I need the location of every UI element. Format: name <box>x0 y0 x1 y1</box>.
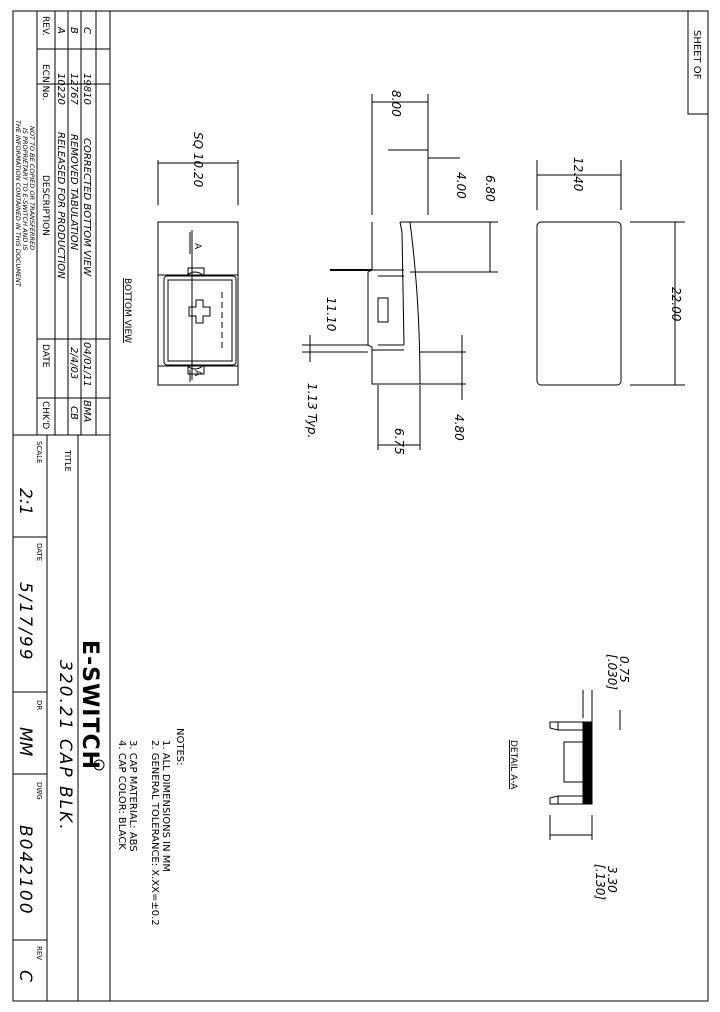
rev-label: REV <box>35 946 43 960</box>
chkd-c: BMA <box>81 400 92 422</box>
dim-8-00: 8.00 <box>389 90 403 117</box>
scale-label: SCALE <box>35 441 43 463</box>
dim-0-75: 0.75 <box>617 656 631 683</box>
dim-12-40: 12.40 <box>571 157 585 192</box>
dwg-value: B042100 <box>15 825 35 916</box>
dwg-label: DWG <box>35 782 43 800</box>
sheet-label: SHEET OF <box>691 30 702 80</box>
notes: NOTES: 1. ALL DIMENSIONS IN MM 2. GENERA… <box>116 728 185 926</box>
note-2: 2. GENERAL TOLERANCE: X.XX=±0.2 <box>149 740 160 926</box>
section-marker-bottom: A <box>192 370 202 377</box>
date-c: 04/01/11 <box>81 342 92 387</box>
ecn-c: 19810 <box>81 73 92 105</box>
rev-c: C <box>81 27 92 34</box>
note-3: 3. CAP MATERIAL: ABS <box>127 740 138 852</box>
date-value: 5/17/99 <box>15 582 35 662</box>
copyright-icon <box>93 759 105 771</box>
rev-value: C <box>15 970 35 982</box>
desc-a: RELEASED FOR PRODUCTION <box>55 132 66 279</box>
dim-6-75: 6.75 <box>392 428 406 455</box>
bottom-view-label: BOTTOM VIEW <box>122 278 132 343</box>
chkd-b: CB <box>68 406 79 420</box>
chkd-header: CHK'D <box>40 401 50 429</box>
date-label: DATE <box>35 543 43 561</box>
dr-value: MM <box>15 727 35 757</box>
rev-header: REV. <box>40 16 50 36</box>
bottom-view <box>157 160 239 386</box>
note-4: 4. CAP COLOR: BLACK <box>116 740 127 850</box>
note-1: 1. ALL DIMENSIONS IN MM <box>160 740 171 872</box>
rev-a: A <box>55 26 66 34</box>
title-label: TITLE <box>63 449 72 472</box>
description-header: DESCRIPTION <box>40 175 50 236</box>
logo: E-SWITCH <box>77 640 102 770</box>
dr-label: DR <box>35 700 43 710</box>
sheet-border <box>12 10 709 1002</box>
desc-b: REMOVED TABULATION <box>68 134 79 251</box>
dim-sq: SQ 10.20 <box>191 132 205 188</box>
dim-1-13: 1.13 Typ. <box>305 383 319 438</box>
dim-22-00: 22.00 <box>669 287 683 322</box>
ecn-b: 12767 <box>68 73 79 105</box>
dim-0-75-in: [.030] <box>605 654 619 690</box>
dim-4-80: 4.80 <box>452 414 466 441</box>
title-block: TITLE 320.21 CAP BLK. E-SWITCH SCALE 2:1… <box>12 434 111 1002</box>
detail-a-a <box>549 690 621 840</box>
rev-b: B <box>68 27 79 34</box>
dim-11-10: 11.10 <box>324 297 338 332</box>
desc-c: CORRECTED BOTTOM VIEW <box>81 138 92 277</box>
ecn-header: ECN No. <box>40 64 50 101</box>
notes-heading: NOTES: <box>174 728 185 766</box>
confidential-line-1: THE INFORMATION CONTAINED IN THIS DOCUME… <box>14 120 22 288</box>
revision-block: REV. ECN No. DESCRIPTION DATE CHK'D A 10… <box>12 10 111 436</box>
scale-value: 2:1 <box>15 488 35 515</box>
dim-4-00: 4.00 <box>454 172 468 199</box>
dim-3-30: 3.30 <box>605 866 619 893</box>
section-marker-top: A <box>192 243 202 250</box>
detail-label: DETAIL A-A <box>508 740 518 790</box>
top-view <box>536 160 685 386</box>
sheet-box <box>687 10 709 115</box>
dim-6-80: 6.80 <box>483 175 497 202</box>
confidential-line-3: NOT TO BE COPIED OR TRANSFERRED <box>28 126 36 250</box>
date-header: DATE <box>40 344 50 368</box>
date-b: 2/4/03 <box>68 347 79 379</box>
title-value: 320.21 CAP BLK. <box>55 660 75 832</box>
ecn-a: 10220 <box>55 73 66 105</box>
confidential-line-2: IS PROPRIETARY TO E-SWITCH AND IS <box>21 128 29 250</box>
side-view <box>302 94 498 450</box>
dim-3-30-in: [.130] <box>593 864 607 900</box>
